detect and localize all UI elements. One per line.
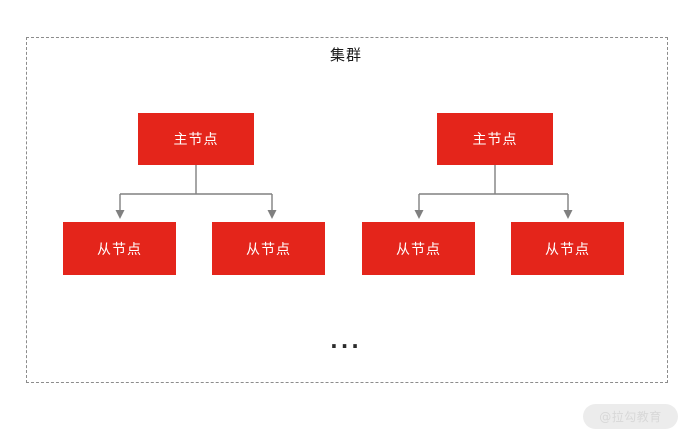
slave-node-a1[interactable]: 从节点 xyxy=(63,222,176,275)
slave-node-b2[interactable]: 从节点 xyxy=(511,222,624,275)
cluster-boundary xyxy=(26,37,668,383)
master-node-a[interactable]: 主节点 xyxy=(138,113,254,165)
master-node-b[interactable]: 主节点 xyxy=(437,113,553,165)
slave-node-a2[interactable]: 从节点 xyxy=(212,222,325,275)
cluster-title: 集群 xyxy=(329,46,362,64)
slave-node-b1[interactable]: 从节点 xyxy=(362,222,475,275)
more-groups-ellipsis: ... xyxy=(330,329,362,353)
watermark-badge: @拉勾教育 xyxy=(583,404,678,429)
